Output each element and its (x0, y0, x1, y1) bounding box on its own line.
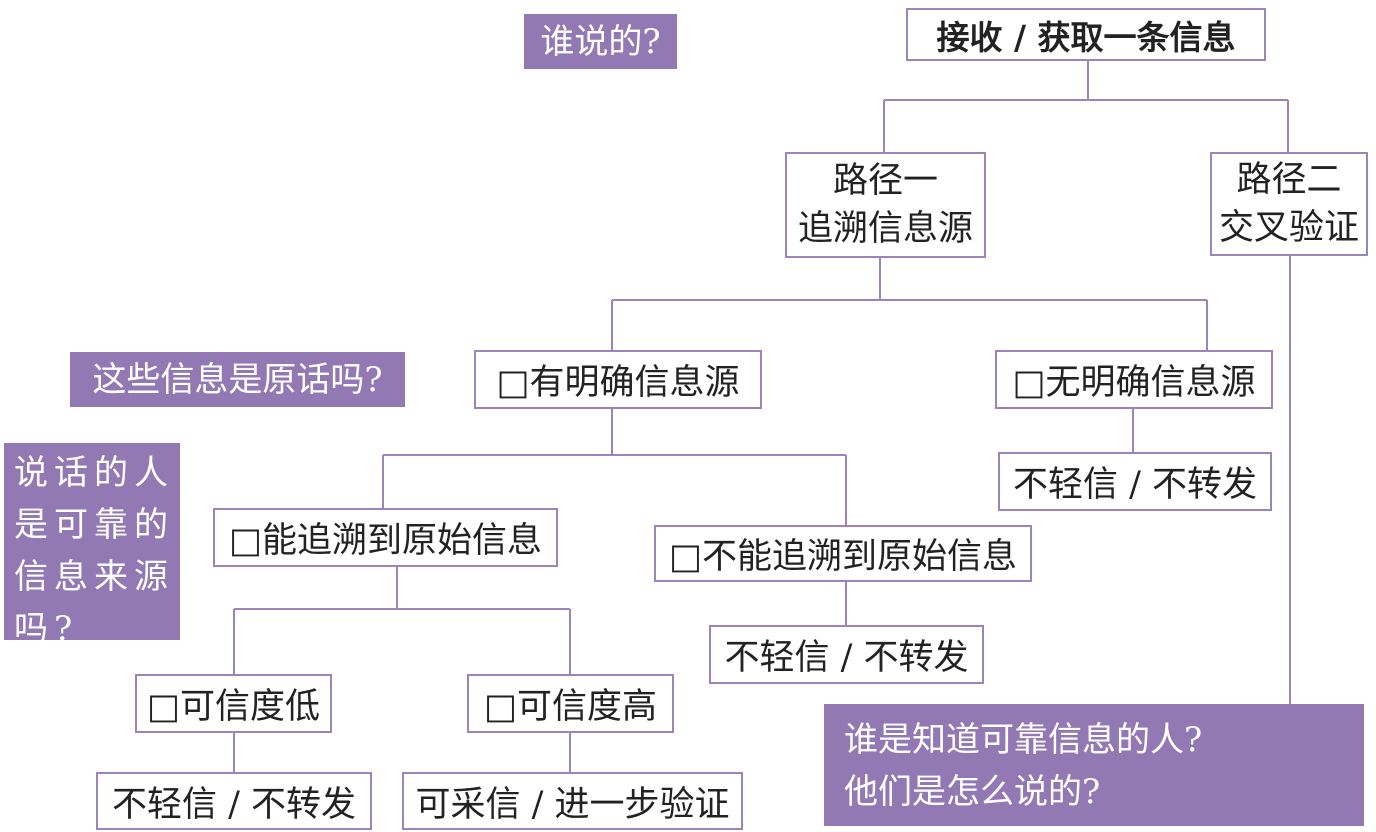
no-source-node: □无明确信息源 (995, 350, 1273, 409)
path-two-subtitle: 交叉验证 (1218, 208, 1359, 248)
connector-root (883, 60, 1289, 152)
question-reliable-speaker-line: 说话的人 (14, 453, 174, 493)
question-reliable-speaker: 说话的人 是可靠的 信息来源 吗? (4, 443, 180, 649)
question-original-words: 这些信息是原话吗? (70, 352, 405, 407)
connector-path1 (611, 258, 1208, 350)
question-reliable-speaker-line: 是可靠的 (14, 505, 174, 545)
has-source-node: □有明确信息源 (474, 350, 762, 409)
high-credibility-node: □可信度高 (467, 674, 674, 733)
path-one-node: 路径一 追溯信息源 (785, 152, 986, 258)
not-traceable-node: □不能追溯到原始信息 (654, 525, 1032, 582)
root-node: 接收 / 获取一条信息 (906, 8, 1266, 61)
question-who-said: 谁说的? (524, 14, 677, 69)
path-two-title: 路径二 (1236, 160, 1342, 200)
question-reliable-speaker-line: 信息来源 (14, 557, 174, 597)
connector-has-source (382, 409, 847, 525)
low-credibility-node: □可信度低 (135, 674, 332, 733)
question-who-knows-line: 谁是知道可靠信息的人? (844, 720, 1203, 760)
path-two-node: 路径二 交叉验证 (1210, 152, 1368, 256)
path-one-subtitle: 追溯信息源 (797, 209, 973, 249)
question-who-knows: 谁是知道可靠信息的人? 他们是怎么说的? (824, 704, 1364, 826)
path-one-title: 路径一 (832, 161, 938, 201)
question-reliable-speaker-line: 吗? (14, 609, 79, 649)
connector-traceable (233, 567, 571, 674)
question-who-knows-line: 他们是怎么说的? (844, 772, 1101, 812)
no-source-action: 不轻信 / 不转发 (998, 452, 1272, 511)
not-traceable-action: 不轻信 / 不转发 (709, 625, 984, 684)
traceable-node: □能追溯到原始信息 (213, 508, 558, 567)
low-credibility-action: 不轻信 / 不转发 (96, 772, 372, 830)
high-credibility-action: 可采信 / 进一步验证 (402, 772, 743, 830)
